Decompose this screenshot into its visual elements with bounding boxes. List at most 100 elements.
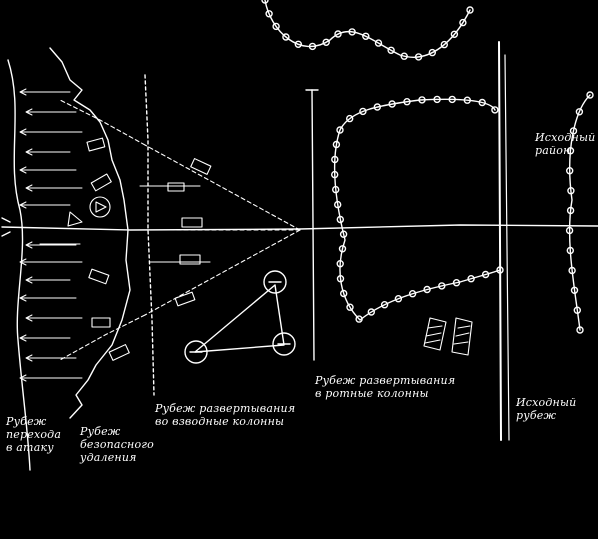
unit-marker xyxy=(362,32,370,40)
attack-arrow xyxy=(25,108,77,116)
unit-marker xyxy=(294,40,302,48)
unit-marker xyxy=(440,40,448,49)
assault-line xyxy=(7,59,31,471)
unit-marker xyxy=(418,96,426,104)
unit-marker xyxy=(332,140,341,149)
unit-marker xyxy=(450,30,459,38)
attack-arrow xyxy=(19,201,71,209)
unit-marker xyxy=(428,48,436,57)
label-platoon-deploy-line: Рубеж развертывания во взводные колонны xyxy=(155,402,296,428)
attack-arrow xyxy=(19,294,77,302)
unit-marker xyxy=(567,186,575,195)
attack-arrow xyxy=(19,128,83,136)
unit-marker xyxy=(400,52,408,60)
topcurve-units xyxy=(261,0,474,61)
company-columns-loop xyxy=(333,98,501,321)
unit-marker xyxy=(348,28,356,36)
unit-marker xyxy=(346,303,354,311)
unit-marker xyxy=(387,46,395,54)
attack-arrow xyxy=(19,374,83,382)
unit-marker xyxy=(478,98,486,107)
platoon-columns-group xyxy=(184,270,296,364)
start-line xyxy=(498,41,502,441)
label-company-deploy-line: Рубеж развертывания в ротные колонны xyxy=(315,374,456,400)
unit-marker xyxy=(569,127,578,135)
unit-marker xyxy=(433,95,441,104)
unit-marker xyxy=(586,91,594,99)
attack-arrow xyxy=(25,314,83,322)
unit-marker xyxy=(261,0,269,4)
unit-marker xyxy=(331,170,339,179)
rightcurve-units xyxy=(565,91,594,334)
unit-marker xyxy=(272,22,280,31)
unit-marker xyxy=(336,215,344,224)
unit-marker xyxy=(322,38,330,46)
unit-marker xyxy=(308,42,317,51)
start-line-inner xyxy=(504,54,510,441)
label-start-area: Исходный район xyxy=(535,131,596,157)
start-area-top-cluster xyxy=(264,0,471,58)
unit-marker xyxy=(576,326,584,334)
unit-marker xyxy=(346,114,354,123)
unit-marker xyxy=(491,106,499,114)
unit-marker xyxy=(359,107,367,116)
unit-marker xyxy=(331,155,339,164)
unit-marker xyxy=(336,126,344,134)
hatched-blocks xyxy=(423,317,473,356)
unit-marker xyxy=(338,245,347,253)
attack-arrow xyxy=(19,166,77,174)
safe-distance-line xyxy=(49,47,131,419)
unit-marker xyxy=(448,95,456,104)
unit-marker xyxy=(463,96,471,104)
unit-marker xyxy=(438,282,446,290)
unit-marker xyxy=(466,6,474,14)
unit-marker xyxy=(403,97,411,106)
attack-arrow xyxy=(19,88,71,96)
unit-marker xyxy=(496,266,504,274)
unit-marker xyxy=(573,306,581,314)
unit-marker xyxy=(334,200,342,209)
unit-marker xyxy=(355,315,363,323)
company-deploy-line xyxy=(311,89,315,361)
label-safe-distance-line: Рубеж безопасного удаления xyxy=(80,425,154,464)
unit-marker xyxy=(459,18,467,27)
attack-arrow xyxy=(25,241,77,249)
unit-marker xyxy=(570,286,579,294)
unit-marker xyxy=(423,285,431,294)
assault-line-marker xyxy=(1,217,11,237)
unit-marker xyxy=(374,39,383,47)
unit-marker xyxy=(566,146,575,155)
unit-marker xyxy=(575,108,584,116)
route-lines xyxy=(59,99,301,361)
attack-arrow xyxy=(19,258,83,266)
unit-marker xyxy=(373,103,381,111)
unit-marker xyxy=(388,100,396,108)
label-assault-line: Рубеж перехода в атаку xyxy=(6,415,62,454)
unit-marker xyxy=(336,260,344,268)
unit-marker xyxy=(566,246,574,255)
unit-marker xyxy=(467,275,475,283)
loop-units xyxy=(331,95,504,323)
unit-marker xyxy=(408,290,417,298)
unit-marker xyxy=(339,230,348,238)
unit-marker xyxy=(367,308,375,316)
unit-marker xyxy=(265,10,273,18)
attack-arrow xyxy=(25,148,71,156)
label-start-line: Исходный рубеж xyxy=(516,396,577,422)
attack-arrow xyxy=(19,334,71,342)
attack-arrows xyxy=(19,88,83,382)
unit-marker xyxy=(336,275,345,283)
attack-arrow xyxy=(25,184,83,192)
unit-marker xyxy=(566,166,574,175)
unit-marker xyxy=(565,226,574,235)
unit-marker xyxy=(452,279,461,287)
unit-marker xyxy=(414,53,423,61)
unit-marker xyxy=(481,270,490,279)
unit-marker xyxy=(568,266,576,275)
axis-line xyxy=(1,224,598,231)
unit-marker xyxy=(380,301,389,309)
unit-marker xyxy=(566,206,575,215)
unit-marker xyxy=(332,185,340,194)
platoon-deploy-line xyxy=(144,74,155,396)
